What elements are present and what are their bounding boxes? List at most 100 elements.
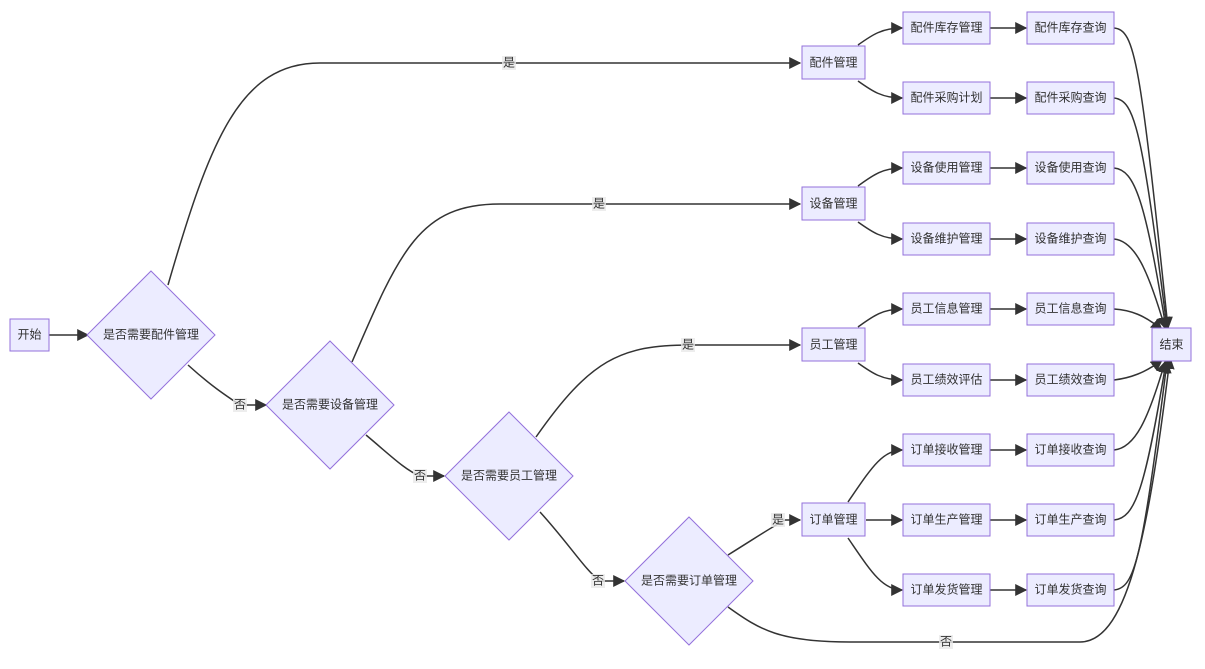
edge-recv-query-to-end xyxy=(1113,360,1168,451)
node-staff-perf: 员工绩效评估 xyxy=(902,363,991,397)
node-equip-mgmt: 设备管理 xyxy=(801,186,866,221)
node-equip-maint-query: 设备维护查询 xyxy=(1026,222,1115,256)
node-end: 结束 xyxy=(1151,327,1192,362)
edge-perf-query-to-end xyxy=(1113,359,1163,381)
svg-text:设备管理: 设备管理 xyxy=(809,196,857,211)
svg-text:订单管理: 订单管理 xyxy=(809,512,857,527)
edge-label-parts-yes: 是 xyxy=(502,56,516,70)
node-equip-use-query: 设备使用查询 xyxy=(1026,151,1115,185)
node-parts-purchase-query: 配件采购查询 xyxy=(1026,81,1115,115)
edge-stock-query-to-end xyxy=(1113,27,1173,330)
node-staff-mgmt: 员工管理 xyxy=(801,327,866,362)
svg-text:配件采购查询: 配件采购查询 xyxy=(1034,90,1106,105)
svg-text:否: 否 xyxy=(234,398,246,412)
svg-text:订单生产查询: 订单生产查询 xyxy=(1034,513,1106,527)
svg-text:员工管理: 员工管理 xyxy=(809,337,857,352)
edge-q-equip-yes xyxy=(351,198,802,363)
svg-text:订单接收管理: 订单接收管理 xyxy=(910,442,982,457)
edge-label-equip-no: 否 xyxy=(413,469,427,483)
node-staff-perf-query: 员工绩效查询 xyxy=(1026,363,1115,397)
edge-purchase-query-to-end xyxy=(1113,97,1172,330)
edge-q-parts-yes xyxy=(167,57,802,286)
edge-labels: 是 是 是 是 否 否 否 否 xyxy=(233,56,953,649)
node-equip-use: 设备使用管理 xyxy=(902,151,991,185)
node-order-prod: 订单生产管理 xyxy=(902,503,991,537)
svg-text:员工绩效评估: 员工绩效评估 xyxy=(910,372,982,387)
edge-info-query-to-end xyxy=(1113,308,1163,331)
edge-parts-to-stock xyxy=(857,22,904,46)
svg-text:订单生产管理: 订单生产管理 xyxy=(910,512,982,527)
edge-label-parts-no: 否 xyxy=(233,398,247,412)
node-order-ship-query: 订单发货查询 xyxy=(1026,573,1115,607)
node-parts-mgmt: 配件管理 xyxy=(801,45,866,80)
node-parts-stock-query: 配件库存查询 xyxy=(1026,11,1115,45)
svg-text:是否需要员工管理: 是否需要员工管理 xyxy=(461,468,557,483)
svg-text:订单接收查询: 订单接收查询 xyxy=(1034,442,1106,457)
svg-text:是: 是 xyxy=(772,513,784,527)
svg-text:是: 是 xyxy=(682,338,694,352)
edge-q-staff-no xyxy=(539,511,626,587)
edge-q-order-yes xyxy=(727,514,802,556)
edge-order-to-ship xyxy=(847,537,904,596)
svg-text:是: 是 xyxy=(503,56,515,70)
edge-parts-to-purchase xyxy=(857,80,904,104)
edge-prod-query-to-end xyxy=(1113,360,1171,521)
edge-maint-query-to-end xyxy=(1113,238,1168,330)
node-order-prod-query: 订单生产查询 xyxy=(1026,503,1115,537)
svg-text:设备使用查询: 设备使用查询 xyxy=(1034,160,1106,175)
node-order-ship: 订单发货管理 xyxy=(902,573,991,607)
edge-label-order-no: 否 xyxy=(939,635,953,649)
edge-q-equip-no xyxy=(365,434,446,482)
nodes: 开始 是否需要配件管理 是否需要设备管理 是否需要员工管理 是否需要订单管理 配… xyxy=(9,11,1192,646)
svg-text:配件库存查询: 配件库存查询 xyxy=(1034,20,1106,35)
svg-text:否: 否 xyxy=(592,574,604,588)
edge-label-staff-no: 否 xyxy=(591,574,605,588)
edge-order-to-recv xyxy=(847,444,904,503)
edge-label-order-yes: 是 xyxy=(771,513,785,527)
node-parts-stock: 配件库存管理 xyxy=(902,11,991,45)
node-equip-maint: 设备维护管理 xyxy=(902,222,991,256)
svg-text:配件采购计划: 配件采购计划 xyxy=(910,90,982,105)
svg-text:是否需要配件管理: 是否需要配件管理 xyxy=(103,327,199,342)
node-decision-staff: 是否需要员工管理 xyxy=(444,411,574,541)
svg-text:开始: 开始 xyxy=(17,328,41,342)
edge-q-order-no xyxy=(727,356,1175,643)
svg-text:结束: 结束 xyxy=(1159,338,1183,352)
svg-text:配件管理: 配件管理 xyxy=(809,55,857,70)
node-order-recv: 订单接收管理 xyxy=(902,433,991,467)
svg-text:订单发货管理: 订单发货管理 xyxy=(910,582,982,597)
edge-staff-to-info xyxy=(857,303,904,328)
node-staff-info-query: 员工信息查询 xyxy=(1026,292,1115,326)
edge-label-staff-yes: 是 xyxy=(681,338,695,352)
svg-text:员工信息查询: 员工信息查询 xyxy=(1034,301,1106,316)
svg-text:是否需要订单管理: 是否需要订单管理 xyxy=(641,573,737,588)
node-order-recv-query: 订单接收查询 xyxy=(1026,433,1115,467)
svg-text:员工绩效查询: 员工绩效查询 xyxy=(1034,372,1106,387)
edge-staff-to-perf xyxy=(857,362,904,386)
edge-q-staff-yes xyxy=(535,339,802,438)
svg-text:订单发货查询: 订单发货查询 xyxy=(1034,582,1106,597)
node-start: 开始 xyxy=(9,318,50,352)
svg-text:否: 否 xyxy=(414,469,426,483)
svg-text:否: 否 xyxy=(940,635,952,649)
svg-text:是否需要设备管理: 是否需要设备管理 xyxy=(282,397,378,412)
node-staff-info: 员工信息管理 xyxy=(902,292,991,326)
edge-ship-query-to-end xyxy=(1113,360,1172,591)
node-decision-parts: 是否需要配件管理 xyxy=(86,270,216,400)
svg-text:设备使用管理: 设备使用管理 xyxy=(910,160,982,175)
edge-equip-to-use xyxy=(857,162,904,187)
node-parts-purchase: 配件采购计划 xyxy=(902,81,991,115)
edge-equip-to-maint xyxy=(857,221,904,245)
node-order-mgmt: 订单管理 xyxy=(801,502,866,537)
svg-text:设备维护管理: 设备维护管理 xyxy=(910,231,982,246)
node-decision-order: 是否需要订单管理 xyxy=(624,516,754,646)
svg-text:设备维护查询: 设备维护查询 xyxy=(1034,232,1106,246)
svg-text:员工信息管理: 员工信息管理 xyxy=(910,301,982,316)
edge-use-query-to-end xyxy=(1113,167,1171,330)
node-decision-equip: 是否需要设备管理 xyxy=(265,340,395,470)
svg-text:配件库存管理: 配件库存管理 xyxy=(910,20,982,35)
svg-text:是: 是 xyxy=(593,197,605,211)
edge-q-parts-no xyxy=(187,364,268,411)
edge-label-equip-yes: 是 xyxy=(592,197,606,211)
